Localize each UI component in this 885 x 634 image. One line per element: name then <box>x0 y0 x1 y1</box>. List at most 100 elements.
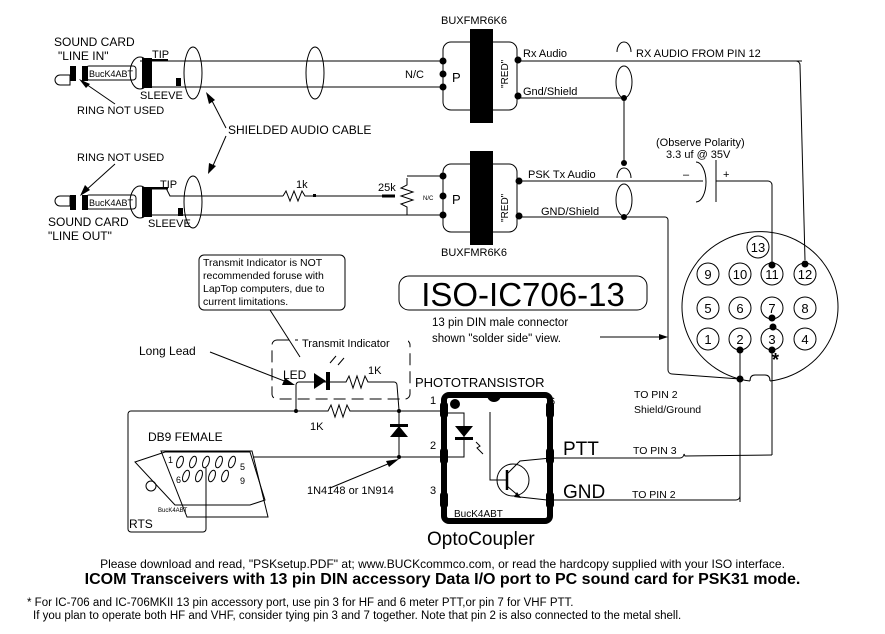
db9-socket <box>215 455 223 469</box>
red-label-top: "RED" <box>500 59 511 88</box>
title-box-text: ISO-IC706-13 <box>421 276 625 313</box>
footer-title: ICOM Transceivers with 13 pin DIN access… <box>84 571 801 588</box>
din-pin-label-5: 5 <box>704 301 711 316</box>
db9-socket <box>221 469 229 483</box>
din-pin-label-12: 12 <box>798 267 812 282</box>
db9-pin-5: 5 <box>240 462 245 472</box>
ring-not-used-bottom: RING NOT USED <box>77 152 164 164</box>
diode-label: 1N4148 or 1N914 <box>307 485 394 497</box>
din-pin-6 <box>728 296 752 320</box>
primary-label-top: P <box>452 70 461 85</box>
din-pin-label-3: 3 <box>768 332 775 347</box>
primary-label-bottom: P <box>452 192 461 207</box>
sound-card-in-label: SOUND CARD <box>54 35 135 49</box>
din-pin-8 <box>793 296 817 320</box>
r-1k-led-label: 1K <box>368 365 382 377</box>
din-pin-label-7: 7 <box>768 301 775 316</box>
r-1k-bottom-label: 1K <box>310 421 324 433</box>
line-in-plug: BucK4ABT SOUND CARD "LINE IN" TIP SLEEVE… <box>54 35 445 117</box>
footer-note-1: * For IC-706 and IC-706MKII 13 pin acces… <box>27 597 574 609</box>
din-pin-10 <box>728 262 752 286</box>
line-out-plug: BucK4ABT RING NOT USED SOUND CARD "LINE … <box>48 152 445 243</box>
gnd-shield-top-label: Gnd/Shield <box>523 86 577 98</box>
opto-pin-5: 5 <box>547 440 553 452</box>
shielded-cable-label: SHIELDED AUDIO CABLE <box>228 123 371 137</box>
red-label-bottom: "RED" <box>500 193 511 222</box>
din-pin-label-2: 2 <box>736 332 743 347</box>
note-line-1: Transmit Indicator is NOT <box>203 257 323 269</box>
din-pin-label-13: 13 <box>751 240 765 255</box>
cap-note-label: (Observe Polarity) <box>656 137 745 149</box>
long-lead-label: Long Lead <box>139 344 196 358</box>
db9-socket <box>202 455 210 469</box>
to-pin2-shield-label: TO PIN 2 <box>634 389 678 401</box>
footer-note-2: If you plan to operate both HF and VHF, … <box>33 610 682 622</box>
db9-socket <box>182 469 190 483</box>
db9-socket <box>228 455 236 469</box>
transformer-top: P N/C "RED" BUXFMR6K6 Rx Audio Gnd/Shiel… <box>405 15 802 123</box>
din-pin-label-4: 4 <box>801 332 808 347</box>
db9-socket <box>195 469 203 483</box>
din-pin-9 <box>696 262 720 286</box>
cap-minus: – <box>683 169 690 181</box>
db9-label: DB9 FEMALE <box>148 430 223 444</box>
to-pin2-label: TO PIN 2 <box>632 489 676 501</box>
din-pin-13 <box>746 235 770 259</box>
connector-caption-1: 13 pin DIN male connector <box>432 317 568 329</box>
db9-socket <box>176 455 184 469</box>
rx-audio-label: Rx Audio <box>523 48 567 60</box>
din-pin-label-1: 1 <box>704 332 711 347</box>
plug-brand-top: BucK4ABT <box>89 69 134 79</box>
transmit-indicator-label: Transmit Indicator <box>302 338 390 350</box>
db9-socket <box>189 455 197 469</box>
cap-plus: + <box>723 169 729 181</box>
opto-pin-2: 2 <box>430 440 436 452</box>
db9-pin-9: 9 <box>240 476 245 486</box>
sleeve-label-bottom: SLEEVE <box>148 218 191 230</box>
to-pin3-label: TO PIN 3 <box>633 445 677 457</box>
pot-25k-label: 25k <box>378 182 396 194</box>
opto-pin-3: 3 <box>430 485 436 497</box>
shield-and-capacitor: RX AUDIO FROM PIN 12 (Observe Polarity) … <box>615 41 806 265</box>
pin-note-asterisk: * <box>772 350 779 370</box>
sound-card-out-sub: "LINE OUT" <box>48 229 112 243</box>
nc-label-bottom: N/C <box>423 196 434 202</box>
transformer-bottom: P N/C "RED" BUXFMR6K6 PSK Tx Audio GND/S… <box>423 151 703 370</box>
din-pin-1 <box>696 327 720 351</box>
plug-brand-bottom: BucK4ABT <box>89 198 134 208</box>
note-line-3: LapTop computers, due to <box>203 283 325 295</box>
title-box: ISO-IC706-13 13 pin DIN male connector s… <box>398 275 668 345</box>
footer-download-note: Please download and read, "PSKsetup.PDF"… <box>100 557 785 571</box>
connector-caption-2: shown "solder side" view. <box>432 333 561 345</box>
tip-label-top: TIP <box>152 49 169 61</box>
din-pin-5 <box>696 296 720 320</box>
sound-card-out-label: SOUND CARD <box>48 215 129 229</box>
ring-not-used-top: RING NOT USED <box>77 105 164 117</box>
db9-pin-1: 1 <box>168 455 173 465</box>
opto-pin-1: 1 <box>430 395 436 407</box>
din-pin-label-11: 11 <box>765 267 779 282</box>
tip-label-bottom: TIP <box>160 179 177 191</box>
r-1k-top-label: 1k <box>296 179 308 191</box>
resistor-1k-input: 1k 25k <box>282 175 445 215</box>
opto-brand: BucK4ABT <box>454 509 503 520</box>
cap-value-label: 3.3 uf @ 35V <box>666 149 731 161</box>
note-line-4: current limitations. <box>203 296 288 308</box>
db9-pins <box>176 455 236 483</box>
din-pin-label-10: 10 <box>733 267 747 282</box>
din-pin-label-8: 8 <box>801 301 808 316</box>
shield-ground-label: Shield/Ground <box>634 404 701 416</box>
opto-pin-4: 4 <box>547 485 553 497</box>
optocoupler-label: OptoCoupler <box>427 529 535 550</box>
gnd-label: GND <box>563 482 605 503</box>
sleeve-label-top: SLEEVE <box>140 90 183 102</box>
transformer-label-bottom: BUXFMR6K6 <box>441 247 507 259</box>
ptt-label: PTT <box>563 439 599 460</box>
opto-pin-6: 6 <box>549 396 555 408</box>
din-pin-4 <box>793 327 817 351</box>
phototransistor-label: PHOTOTRANSISTOR <box>415 375 545 390</box>
shielded-cable-callout: SHIELDED AUDIO CABLE <box>206 92 371 174</box>
